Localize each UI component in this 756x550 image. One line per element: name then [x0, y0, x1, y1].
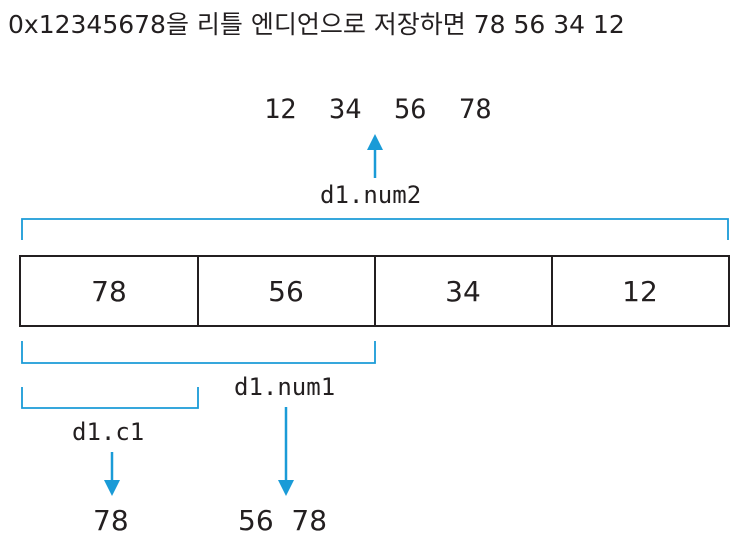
num1-arrow: [278, 407, 294, 496]
c1-bracket: [21, 387, 199, 409]
byte-value: 34: [445, 275, 481, 308]
byte-value: 78: [91, 275, 127, 308]
c1-arrow: [104, 452, 120, 496]
num2-arrow: [367, 134, 383, 178]
caption: 0x12345678을 리틀 엔디언으로 저장하면 78 56 34 12: [8, 10, 625, 39]
num2-value: 12 34 56 78: [264, 94, 492, 125]
byte-value: 12: [622, 275, 658, 308]
num2-label: d1.num2: [320, 181, 422, 209]
num1-value: 56 78: [238, 504, 328, 537]
byte-cell: [551, 255, 730, 327]
num1-label: d1.num1: [234, 373, 336, 401]
byte-value: 56: [268, 275, 304, 308]
byte-cell: [19, 255, 199, 327]
byte-cell: [374, 255, 553, 327]
byte-cell: [197, 255, 376, 327]
c1-value: 78: [93, 504, 129, 537]
byte-row: 78 56 34 12: [19, 255, 730, 327]
num1-bracket: [21, 341, 376, 364]
num2-bracket: [21, 218, 729, 240]
c1-label: d1.c1: [72, 418, 145, 446]
